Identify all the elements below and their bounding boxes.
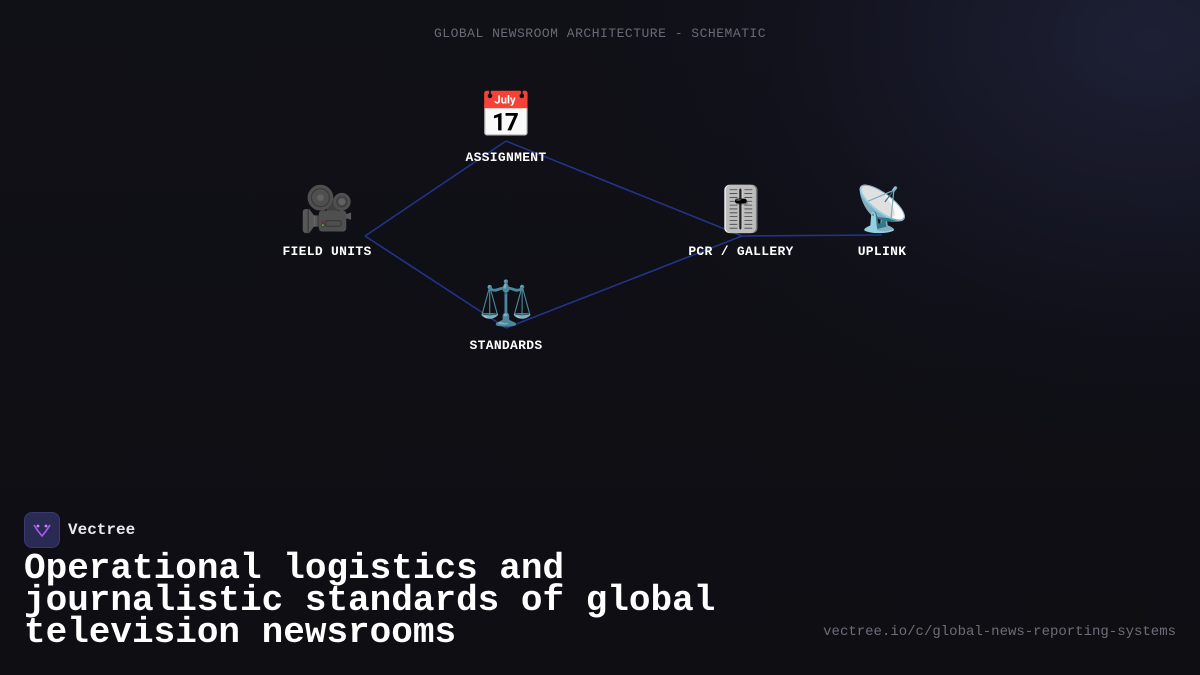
edge-standards-pcr xyxy=(505,235,743,329)
brand-name: Vectree xyxy=(68,521,136,539)
edge-field-assignment xyxy=(364,140,507,237)
source-url[interactable]: vectree.io/c/global-news-reporting-syste… xyxy=(823,624,1176,640)
movie-camera-icon: 🎥 xyxy=(299,184,355,235)
calendar-icon: 📅 xyxy=(478,90,534,141)
vectree-logo-icon xyxy=(24,512,60,548)
node-assignment: 📅 ASSIGNMENT xyxy=(426,90,586,165)
edge-field-standards xyxy=(364,235,507,329)
edge-pcr-uplink xyxy=(741,234,883,237)
node-label-assignment: ASSIGNMENT xyxy=(465,150,547,165)
node-label-uplink: UPLINK xyxy=(857,244,907,259)
scales-icon: ⚖️ xyxy=(478,278,534,329)
node-field-units: 🎥 FIELD UNITS xyxy=(247,184,407,259)
node-uplink: 📡 UPLINK xyxy=(802,184,962,259)
page-headline: Operational logistics and journalistic s… xyxy=(24,548,716,653)
brand: Vectree xyxy=(24,512,135,548)
edge-assignment-pcr xyxy=(505,140,743,237)
node-standards: ⚖️ STANDARDS xyxy=(426,278,586,353)
mixing-fader-icon: 🎚️ xyxy=(713,184,769,235)
satellite-dish-icon: 📡 xyxy=(854,184,910,235)
node-label-pcr-gallery: PCR / GALLERY xyxy=(688,244,794,259)
node-pcr-gallery: 🎚️ PCR / GALLERY xyxy=(661,184,821,259)
schematic-title: GLOBAL NEWSROOM ARCHITECTURE - SCHEMATIC xyxy=(433,26,767,41)
node-label-standards: STANDARDS xyxy=(469,338,543,353)
node-label-field-units: FIELD UNITS xyxy=(282,244,372,259)
